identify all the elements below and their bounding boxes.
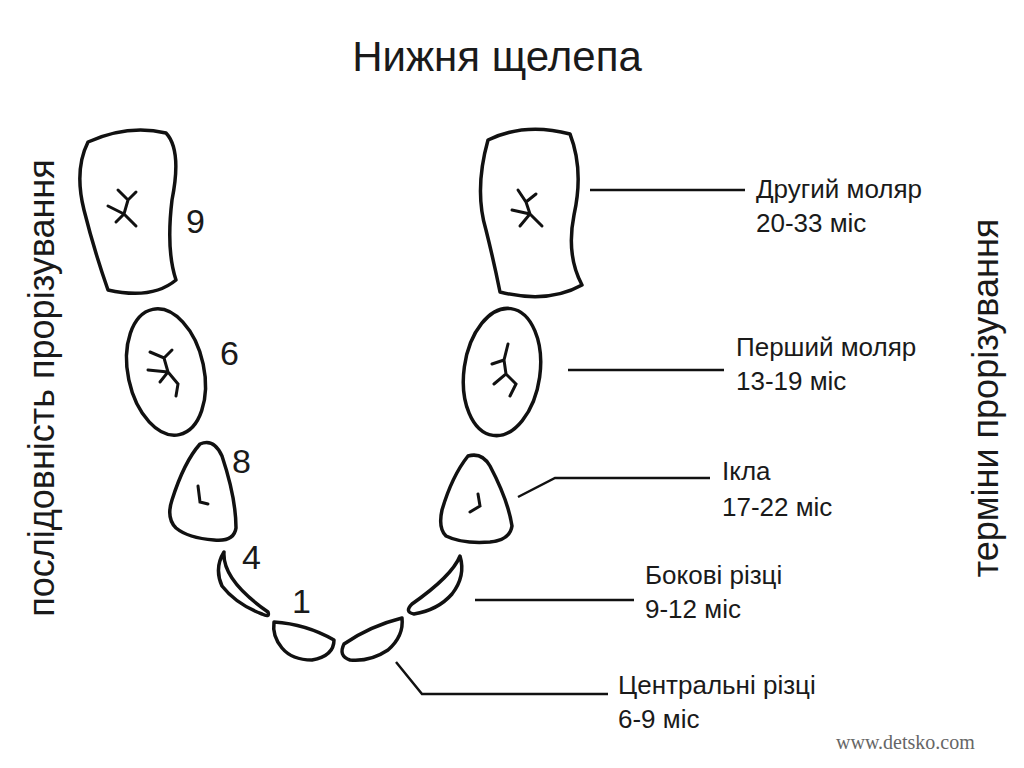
axis-label: терміни прорізування xyxy=(968,219,1004,578)
tooth-first-molar-left xyxy=(116,301,217,442)
tooth-name: Другий моляр xyxy=(756,176,922,202)
eruption-term: 6-9 міс xyxy=(618,706,699,732)
tooth-central-incisor-right xyxy=(342,618,402,660)
leader-line xyxy=(590,189,745,192)
fissure xyxy=(198,486,208,504)
fissure xyxy=(470,494,480,512)
callout-number: 1 xyxy=(292,584,311,618)
tooth-canine-left xyxy=(170,443,236,541)
tooth-name: Перший моляр xyxy=(736,334,916,360)
leader-line xyxy=(518,478,710,497)
fissure xyxy=(512,190,542,226)
axis-label: послідовність прорізування xyxy=(24,159,60,616)
tooth-name: Ікла xyxy=(722,458,771,484)
leader-line xyxy=(568,369,724,372)
callout-number: 8 xyxy=(232,444,251,478)
title: Нижня щелепа xyxy=(352,36,642,78)
callout-number: 4 xyxy=(242,540,261,574)
tooth-canine-right xyxy=(441,455,512,542)
tooth-first-molar-right xyxy=(455,303,548,440)
eruption-term: 17-22 міс xyxy=(722,494,832,520)
tooth-lateral-incisor-right xyxy=(408,556,461,614)
fissure xyxy=(492,344,516,396)
leader-line xyxy=(475,599,634,602)
tooth-second-molar-right xyxy=(480,129,582,296)
callout-number: 9 xyxy=(186,204,205,238)
callout-number: 6 xyxy=(220,336,239,370)
leader-line xyxy=(396,662,608,694)
tooth-name: Центральні різці xyxy=(618,672,816,698)
tooth-second-molar-left xyxy=(80,130,176,293)
eruption-term: 9-12 міс xyxy=(645,596,741,622)
fissure xyxy=(108,190,136,226)
tooth-central-incisor-left xyxy=(274,622,334,660)
fissure xyxy=(148,350,178,396)
eruption-term: 20-33 міс xyxy=(756,210,866,236)
watermark: www.detsko.com xyxy=(836,732,975,752)
tooth-name: Бокові різці xyxy=(645,562,782,588)
eruption-term: 13-19 міс xyxy=(736,368,846,394)
